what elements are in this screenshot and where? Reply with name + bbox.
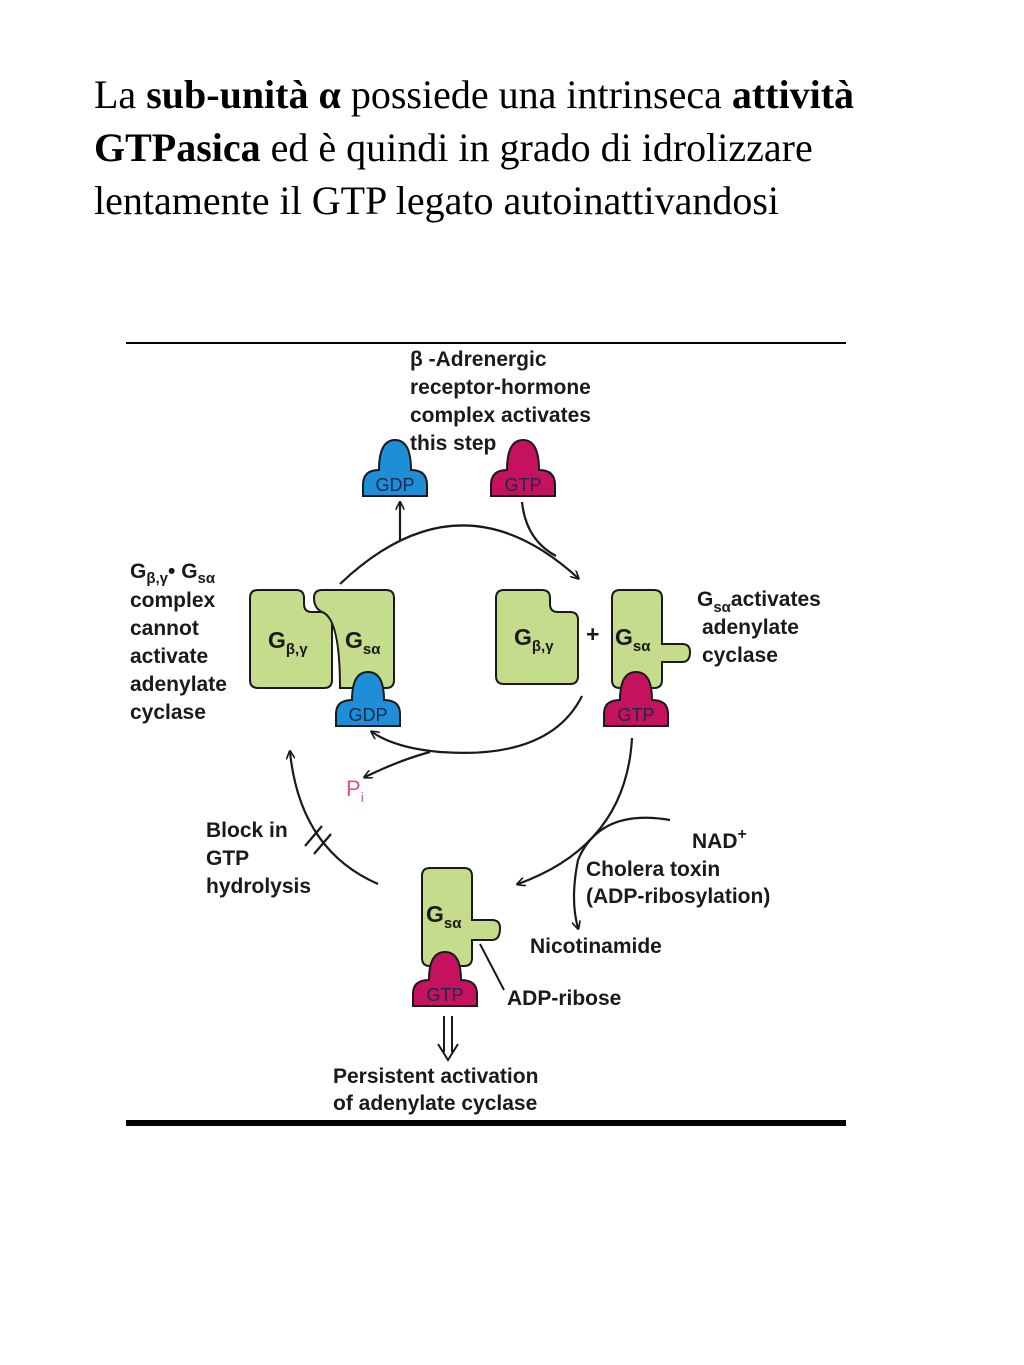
persistent-double-arrow	[437, 1016, 459, 1062]
plus-sign: +	[586, 621, 599, 647]
pi-release-arrow	[365, 750, 431, 777]
bottom-bound-gtp: GTP	[412, 950, 478, 1007]
svg-text:Gsα: Gsα	[615, 624, 651, 655]
text-alpha: α	[308, 72, 341, 117]
left-bound-gdp: GDP	[335, 670, 401, 727]
left-g-s-alpha: Gsα	[312, 589, 395, 689]
block-mark-1	[304, 825, 323, 847]
gtp-incoming-nucleotide: GTP	[490, 438, 556, 497]
gtp-binding-arrow	[520, 501, 557, 557]
svg-text:Gβ,γ: Gβ,γ	[268, 627, 308, 658]
right-g-s-alpha: Gsα	[611, 589, 692, 689]
svg-text:Gβ,γ: Gβ,γ	[514, 624, 554, 655]
text-subunit: sub-unità	[146, 72, 309, 117]
svg-text:Gsα: Gsα	[426, 901, 462, 932]
nicotinamide-label: Nicotinamide	[530, 935, 662, 958]
blocked-hydrolysis-arc	[290, 752, 379, 886]
svg-text:GTP: GTP	[617, 705, 654, 725]
svg-text:Gsα: Gsα	[345, 627, 381, 658]
pi-label: Pi	[346, 776, 364, 805]
exchange-arc	[339, 524, 578, 585]
gdp-released-nucleotide: GDP	[362, 438, 428, 497]
text-possiede: possiede una intrinseca	[340, 72, 732, 117]
nad-label: NAD+	[692, 826, 747, 853]
text-gtpase: attività GTPasica	[94, 72, 855, 170]
adp-ribose-label: ADP-ribose	[507, 987, 621, 1010]
ribosylation-arrow	[518, 737, 634, 884]
svg-text:GDP: GDP	[375, 475, 414, 495]
block-mark-2	[313, 833, 332, 855]
block-label: Block in GTP hydrolysis	[206, 819, 311, 898]
svg-text:GDP: GDP	[348, 705, 387, 725]
nad-arrow	[574, 816, 671, 928]
svg-text:GTP: GTP	[426, 985, 463, 1005]
slide-text: La sub-unità α possiede una intrinseca a…	[94, 68, 954, 227]
hydrolysis-arc	[372, 695, 583, 754]
right-g-beta-gamma: Gβ,γ	[495, 589, 579, 685]
text-rest: ed è quindi in grado di idrolizzare lent…	[94, 125, 813, 223]
svg-text:GTP: GTP	[504, 475, 541, 495]
adp-ribose-pointer	[479, 943, 505, 991]
modified-g-s-alpha: Gsα	[421, 867, 502, 967]
persistent-activation-label: Persistent activation of adenylate cycla…	[333, 1065, 544, 1115]
text-la: La	[94, 72, 147, 117]
right-bound-gtp: GTP	[603, 670, 669, 727]
receptor-label: β -Adrenergic receptor-hormone complex a…	[410, 348, 597, 455]
left-complex-label: Gβ,γ• Gsα complex cannot activate adenyl…	[130, 560, 233, 724]
cholera-toxin-label: Cholera toxin (ADP-ribosylation)	[586, 858, 770, 908]
right-activates-label: Gsαactivates adenylate cyclase	[697, 588, 827, 667]
